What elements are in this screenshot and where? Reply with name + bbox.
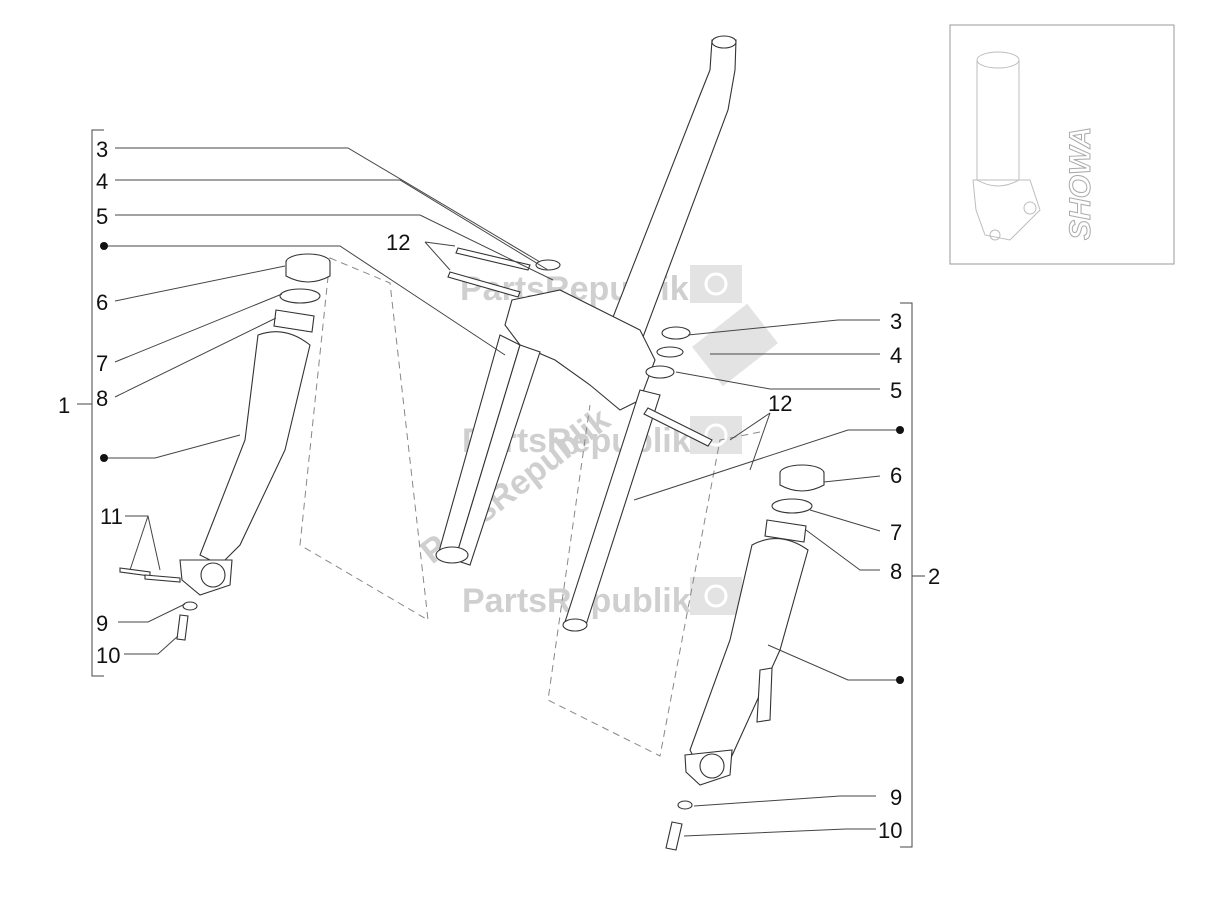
left-fork-assembly (119, 253, 331, 641)
callout-4-left: 4 (96, 169, 108, 194)
bullet-marker (100, 242, 108, 250)
callout-10-left: 10 (96, 643, 120, 668)
right-labels: 3 4 5 12 6 7 8 2 9 10 (768, 309, 940, 843)
bullet-marker (100, 454, 108, 462)
callout-9-left: 9 (96, 611, 108, 636)
callout-6-left: 6 (96, 290, 108, 315)
callout-6-right: 6 (890, 463, 902, 488)
right-fork-assembly (645, 326, 825, 851)
callout-5-left: 5 (96, 204, 108, 229)
right-group-bracket (900, 302, 925, 848)
callout-7-left: 7 (96, 351, 108, 376)
callout-8-right: 8 (890, 559, 902, 584)
left-group-bracket (77, 129, 104, 677)
callout-1: 1 (58, 393, 70, 418)
callout-9-right: 9 (890, 785, 902, 810)
steering-stem (435, 35, 737, 632)
callout-12-right: 12 (768, 391, 792, 416)
callout-8-left: 8 (96, 386, 108, 411)
callout-7-right: 7 (890, 520, 902, 545)
right-leader-lines (633, 319, 904, 837)
brand-inset: SHOWA (949, 24, 1175, 265)
callout-3-right: 3 (890, 309, 902, 334)
callout-3-left: 3 (96, 137, 108, 162)
callout-11: 11 (100, 504, 123, 529)
callout-12-left: 12 (386, 230, 410, 255)
bullet-marker (896, 676, 904, 684)
left-leader-lines (100, 147, 554, 655)
inset-brand-text: SHOWA (1064, 127, 1097, 240)
callout-10-right: 10 (878, 818, 902, 843)
callout-4-right: 4 (890, 343, 902, 368)
callout-5-right: 5 (890, 378, 902, 403)
bullet-marker (896, 426, 904, 434)
callout-2: 2 (928, 564, 940, 589)
left-labels: 3 4 5 12 6 7 8 1 11 9 10 (58, 137, 410, 668)
